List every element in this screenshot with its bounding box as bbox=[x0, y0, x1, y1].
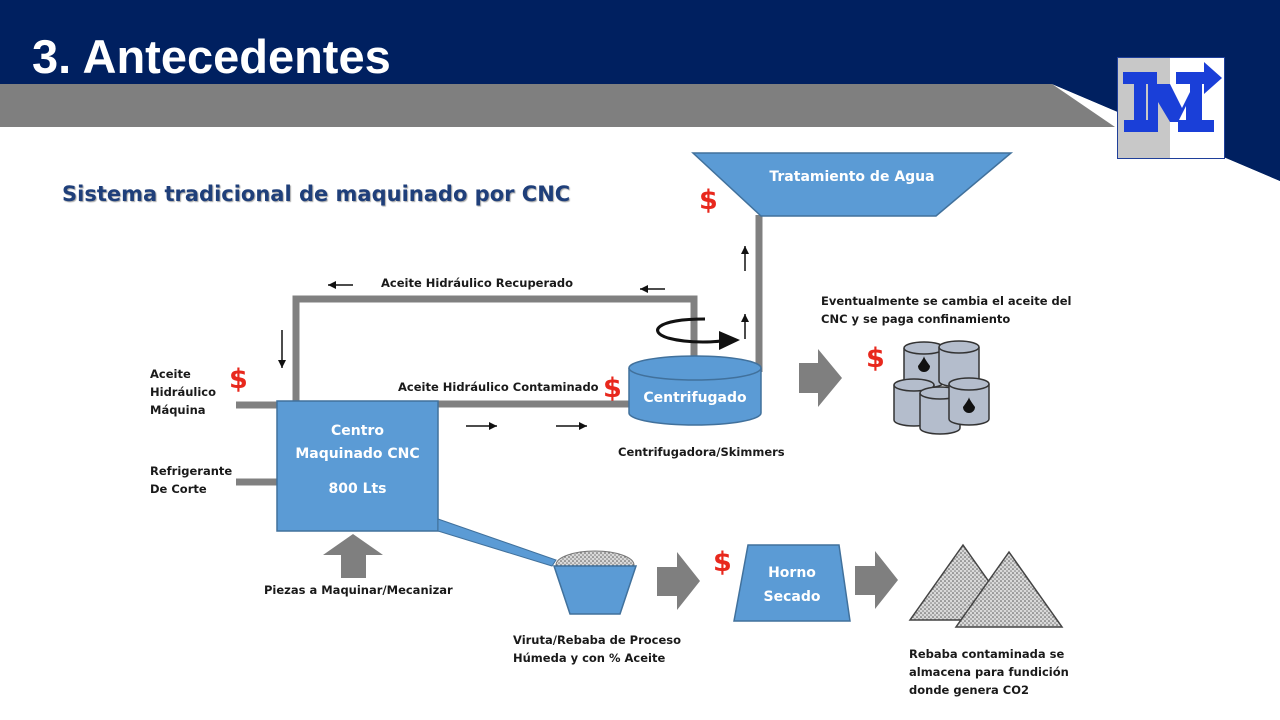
pieces-input-arrow-icon bbox=[323, 534, 383, 578]
storage-note: Rebaba contaminada se almacena para fund… bbox=[909, 647, 1069, 697]
centrifuge-label: Centrifugado bbox=[643, 390, 747, 406]
cnc-capacity-label: 800 Lts bbox=[328, 481, 387, 497]
tmi-logo-icon bbox=[1117, 57, 1225, 159]
oven-label: Horno Secado bbox=[763, 565, 821, 605]
chip-bin bbox=[552, 550, 638, 615]
page-title: 3. Antecedentes bbox=[32, 30, 391, 83]
contaminated-oil-label: Aceite Hidráulico Contaminado bbox=[398, 380, 599, 394]
water-treatment-funnel bbox=[691, 152, 1014, 217]
cost-symbol-oven: $ bbox=[713, 547, 732, 578]
to-storage-arrow-icon bbox=[855, 551, 898, 609]
oil-input-label: Aceite Hidráulico Máquina bbox=[150, 367, 217, 417]
cost-symbol-centrifuge: $ bbox=[603, 373, 622, 404]
storage-piles-icon bbox=[908, 543, 1064, 628]
pipe-recovered-loop bbox=[292, 295, 698, 402]
recovered-oil-label: Aceite Hidráulico Recuperado bbox=[381, 276, 574, 290]
diagram-subtitle: Sistema tradicional de maquinado por CNC bbox=[62, 182, 571, 206]
cost-symbol-oil-input: $ bbox=[229, 364, 248, 395]
coolant-input-label: Refrigerante De Corte bbox=[150, 464, 233, 496]
cnc-center-label: Centro Maquinado CNC bbox=[295, 423, 420, 462]
oil-barrels-icon bbox=[893, 340, 990, 435]
oven-trapezoid bbox=[733, 544, 851, 622]
to-oven-arrow-icon bbox=[657, 552, 700, 610]
centrifuge-caption: Centrifugadora/Skimmers bbox=[618, 445, 785, 459]
rotation-arrow-icon bbox=[656, 317, 740, 350]
water-treatment-label: Tratamiento de Agua bbox=[769, 169, 935, 185]
centrifuge-cylinder bbox=[628, 355, 762, 426]
chips-label: Viruta/Rebaba de Proceso Húmeda y con % … bbox=[513, 633, 681, 665]
to-barrels-arrow-icon bbox=[799, 349, 842, 407]
pieces-label: Piezas a Maquinar/Mecanizar bbox=[264, 583, 453, 597]
cost-symbol-water: $ bbox=[699, 185, 718, 216]
oil-change-note: Eventualmente se cambia el aceite del CN… bbox=[821, 294, 1072, 326]
flow-arrows bbox=[278, 246, 749, 430]
cnc-center-box bbox=[276, 400, 439, 532]
cost-symbol-barrels: $ bbox=[866, 343, 885, 374]
chip-chute bbox=[437, 518, 557, 567]
